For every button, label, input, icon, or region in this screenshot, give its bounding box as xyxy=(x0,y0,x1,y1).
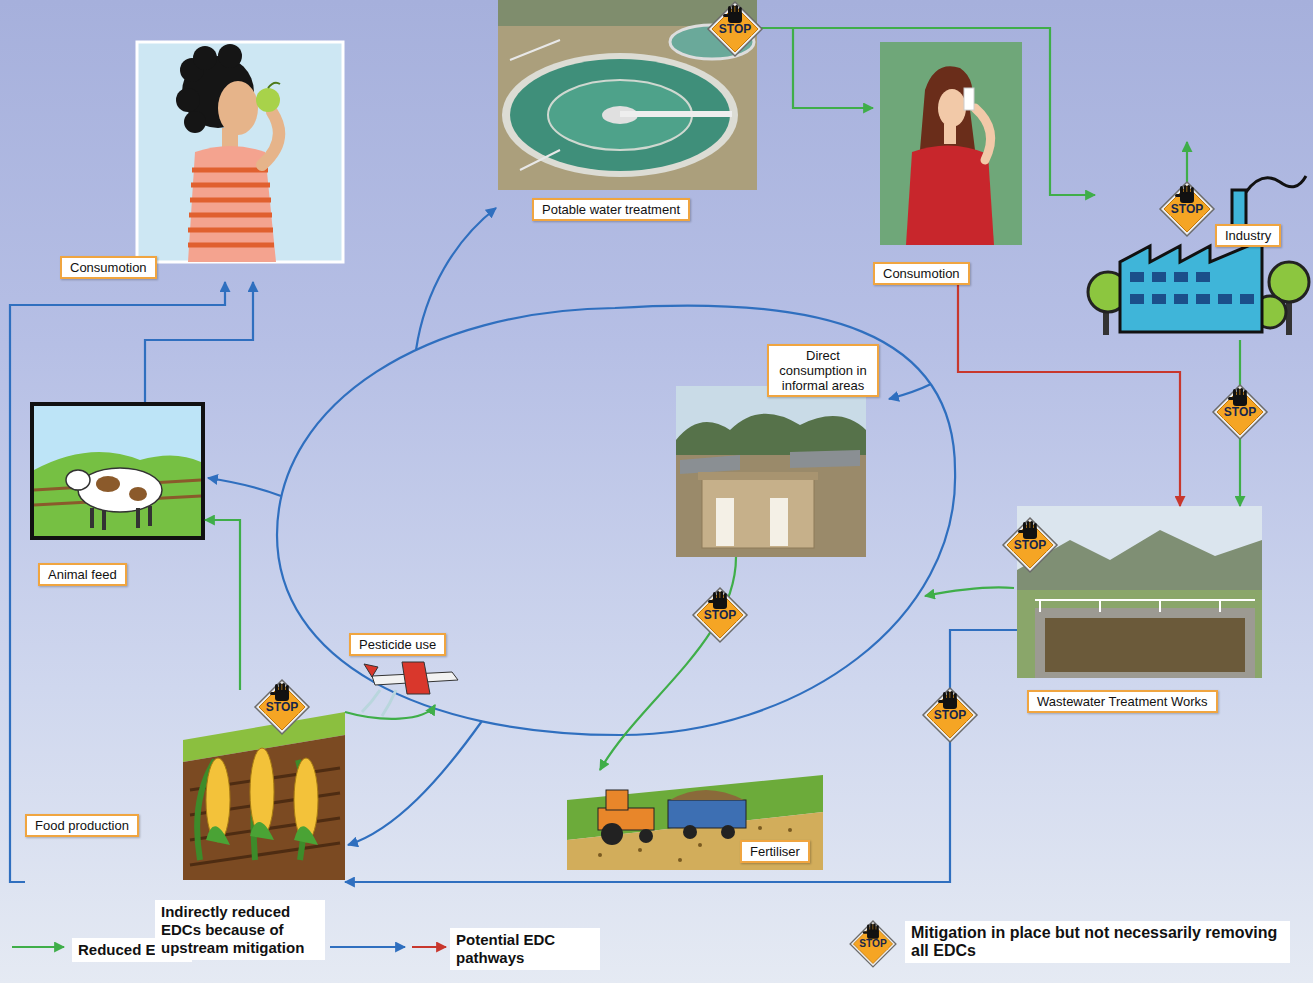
woman-eating-figure xyxy=(137,42,343,262)
stop-sign-text: STOP xyxy=(703,609,737,622)
legend-arrow xyxy=(12,946,64,948)
picture-node: Consumotion xyxy=(60,42,343,282)
picture-node: Animal feed xyxy=(30,402,205,587)
reduced-arrow xyxy=(925,587,1014,596)
stop-sign xyxy=(1160,182,1214,236)
flow-arrow xyxy=(345,705,435,719)
node-label: Wastewater Treatment Works xyxy=(1027,690,1218,713)
legend-text: Potential EDC pathways xyxy=(450,928,600,970)
node-label: Fertiliser xyxy=(740,840,810,863)
stop-sign xyxy=(923,688,977,742)
reduced-arrow xyxy=(1186,142,1188,182)
node-label: Consumotion xyxy=(60,256,157,279)
flow-arrow xyxy=(600,557,736,770)
flow-arrow xyxy=(345,630,1017,882)
flow-arrow xyxy=(757,28,1095,195)
stop-sign-text: STOP xyxy=(933,709,967,722)
node-label: Food production xyxy=(25,814,139,837)
node-label: Potable water treatment xyxy=(532,198,690,221)
node-label: Animal feed xyxy=(38,563,127,586)
cycle-arrow xyxy=(348,721,482,845)
tractor-picture xyxy=(567,775,823,870)
picture-node: Industry xyxy=(1095,160,1313,340)
crop-duster-plane xyxy=(362,662,458,716)
corn-field-picture xyxy=(183,712,345,880)
stop-sign-text: STOP xyxy=(718,23,752,36)
stop-sign xyxy=(255,680,309,734)
flow-arrow xyxy=(205,520,240,690)
picture-node: Pesticide use xyxy=(349,633,465,705)
node-label: Pesticide use xyxy=(349,633,446,656)
stop-sign xyxy=(1003,518,1057,572)
legend-arrow xyxy=(412,946,446,948)
flow-arrow xyxy=(145,282,253,402)
factory-icon xyxy=(1088,176,1309,335)
legend-swatch xyxy=(10,939,66,955)
stop-sign-text: STOP xyxy=(1013,539,1047,552)
picture-node: Fertiliser xyxy=(567,770,823,870)
picture-node: Consumotion xyxy=(873,42,1022,285)
water-treatment-photo xyxy=(498,0,757,190)
stop-sign xyxy=(1213,385,1267,439)
legend-swatch xyxy=(328,939,407,955)
stop-sign-text: STOP xyxy=(858,939,888,950)
wastewater-works-photo xyxy=(1017,506,1262,678)
cow-picture xyxy=(32,404,203,538)
legend-text: Indirectly reduced EDCs because of upstr… xyxy=(155,900,325,960)
woman-drinking-figure xyxy=(880,42,1022,245)
picture-node: Direct consumption in informal areas xyxy=(676,342,888,557)
node-label: Industry xyxy=(1215,224,1281,247)
flow-arrow xyxy=(757,28,873,108)
flow-arrow xyxy=(958,285,1180,506)
cycle-arrow xyxy=(416,208,496,350)
picture-node: Wastewater Treatment Works xyxy=(1017,506,1262,713)
legend-arrow xyxy=(330,946,405,948)
cycle-arrow xyxy=(208,478,281,496)
flow-arrow xyxy=(10,282,225,882)
legend-text: Mitigation in place but not necessarily … xyxy=(905,921,1290,963)
stop-sign xyxy=(708,2,762,56)
legend-swatch xyxy=(410,939,448,955)
stop-sign xyxy=(850,921,896,967)
node-label: Consumotion xyxy=(873,262,970,285)
cycle-arrow xyxy=(889,384,931,399)
stop-sign-text: STOP xyxy=(265,701,299,714)
stop-sign-text: STOP xyxy=(1223,406,1257,419)
cycle-loop xyxy=(277,305,955,735)
picture-node: Food production xyxy=(25,690,345,890)
stop-sign-text: STOP xyxy=(1170,203,1204,216)
stop-sign xyxy=(693,588,747,642)
informal-settlement-photo xyxy=(676,386,866,557)
node-label: Direct consumption in informal areas xyxy=(767,344,879,397)
